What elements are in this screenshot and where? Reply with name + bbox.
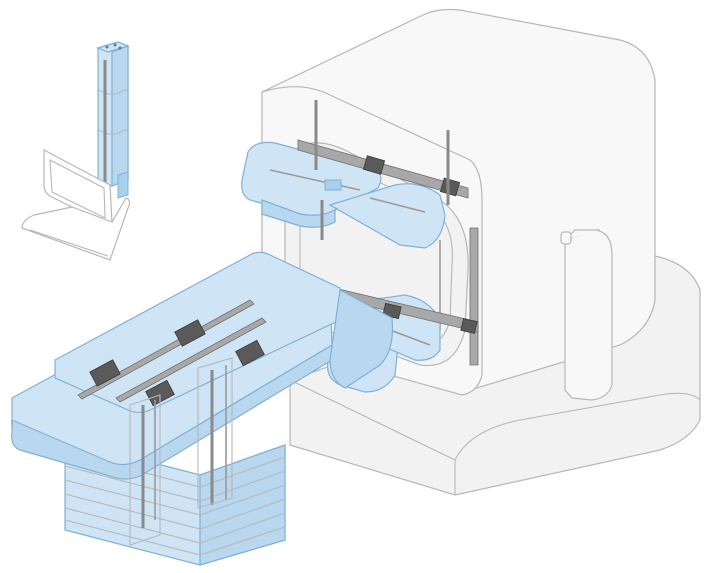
couch-clamp-4: [235, 339, 265, 367]
upper-rail-clamp: [362, 155, 386, 175]
gantry-side-arm: [564, 229, 613, 401]
upper-right-pad: [328, 183, 446, 249]
ct-gantry: [261, 8, 701, 496]
patient-couch: [11, 251, 394, 566]
couch-clamp-2: [174, 319, 206, 347]
gantry-knob: [560, 231, 572, 245]
monitor-base: [21, 197, 131, 261]
upper-immobilization-frame: [241, 100, 479, 366]
upper-block: [324, 179, 342, 191]
right-vertical-post: [469, 227, 479, 366]
upper-cross-rail: [297, 139, 469, 199]
telescopic-column: [96, 41, 130, 215]
column-top: [96, 41, 130, 53]
tablet-monitor: [21, 149, 131, 261]
couch-clamp-1: [89, 359, 121, 387]
couch-tabletop-edge: [11, 343, 333, 480]
